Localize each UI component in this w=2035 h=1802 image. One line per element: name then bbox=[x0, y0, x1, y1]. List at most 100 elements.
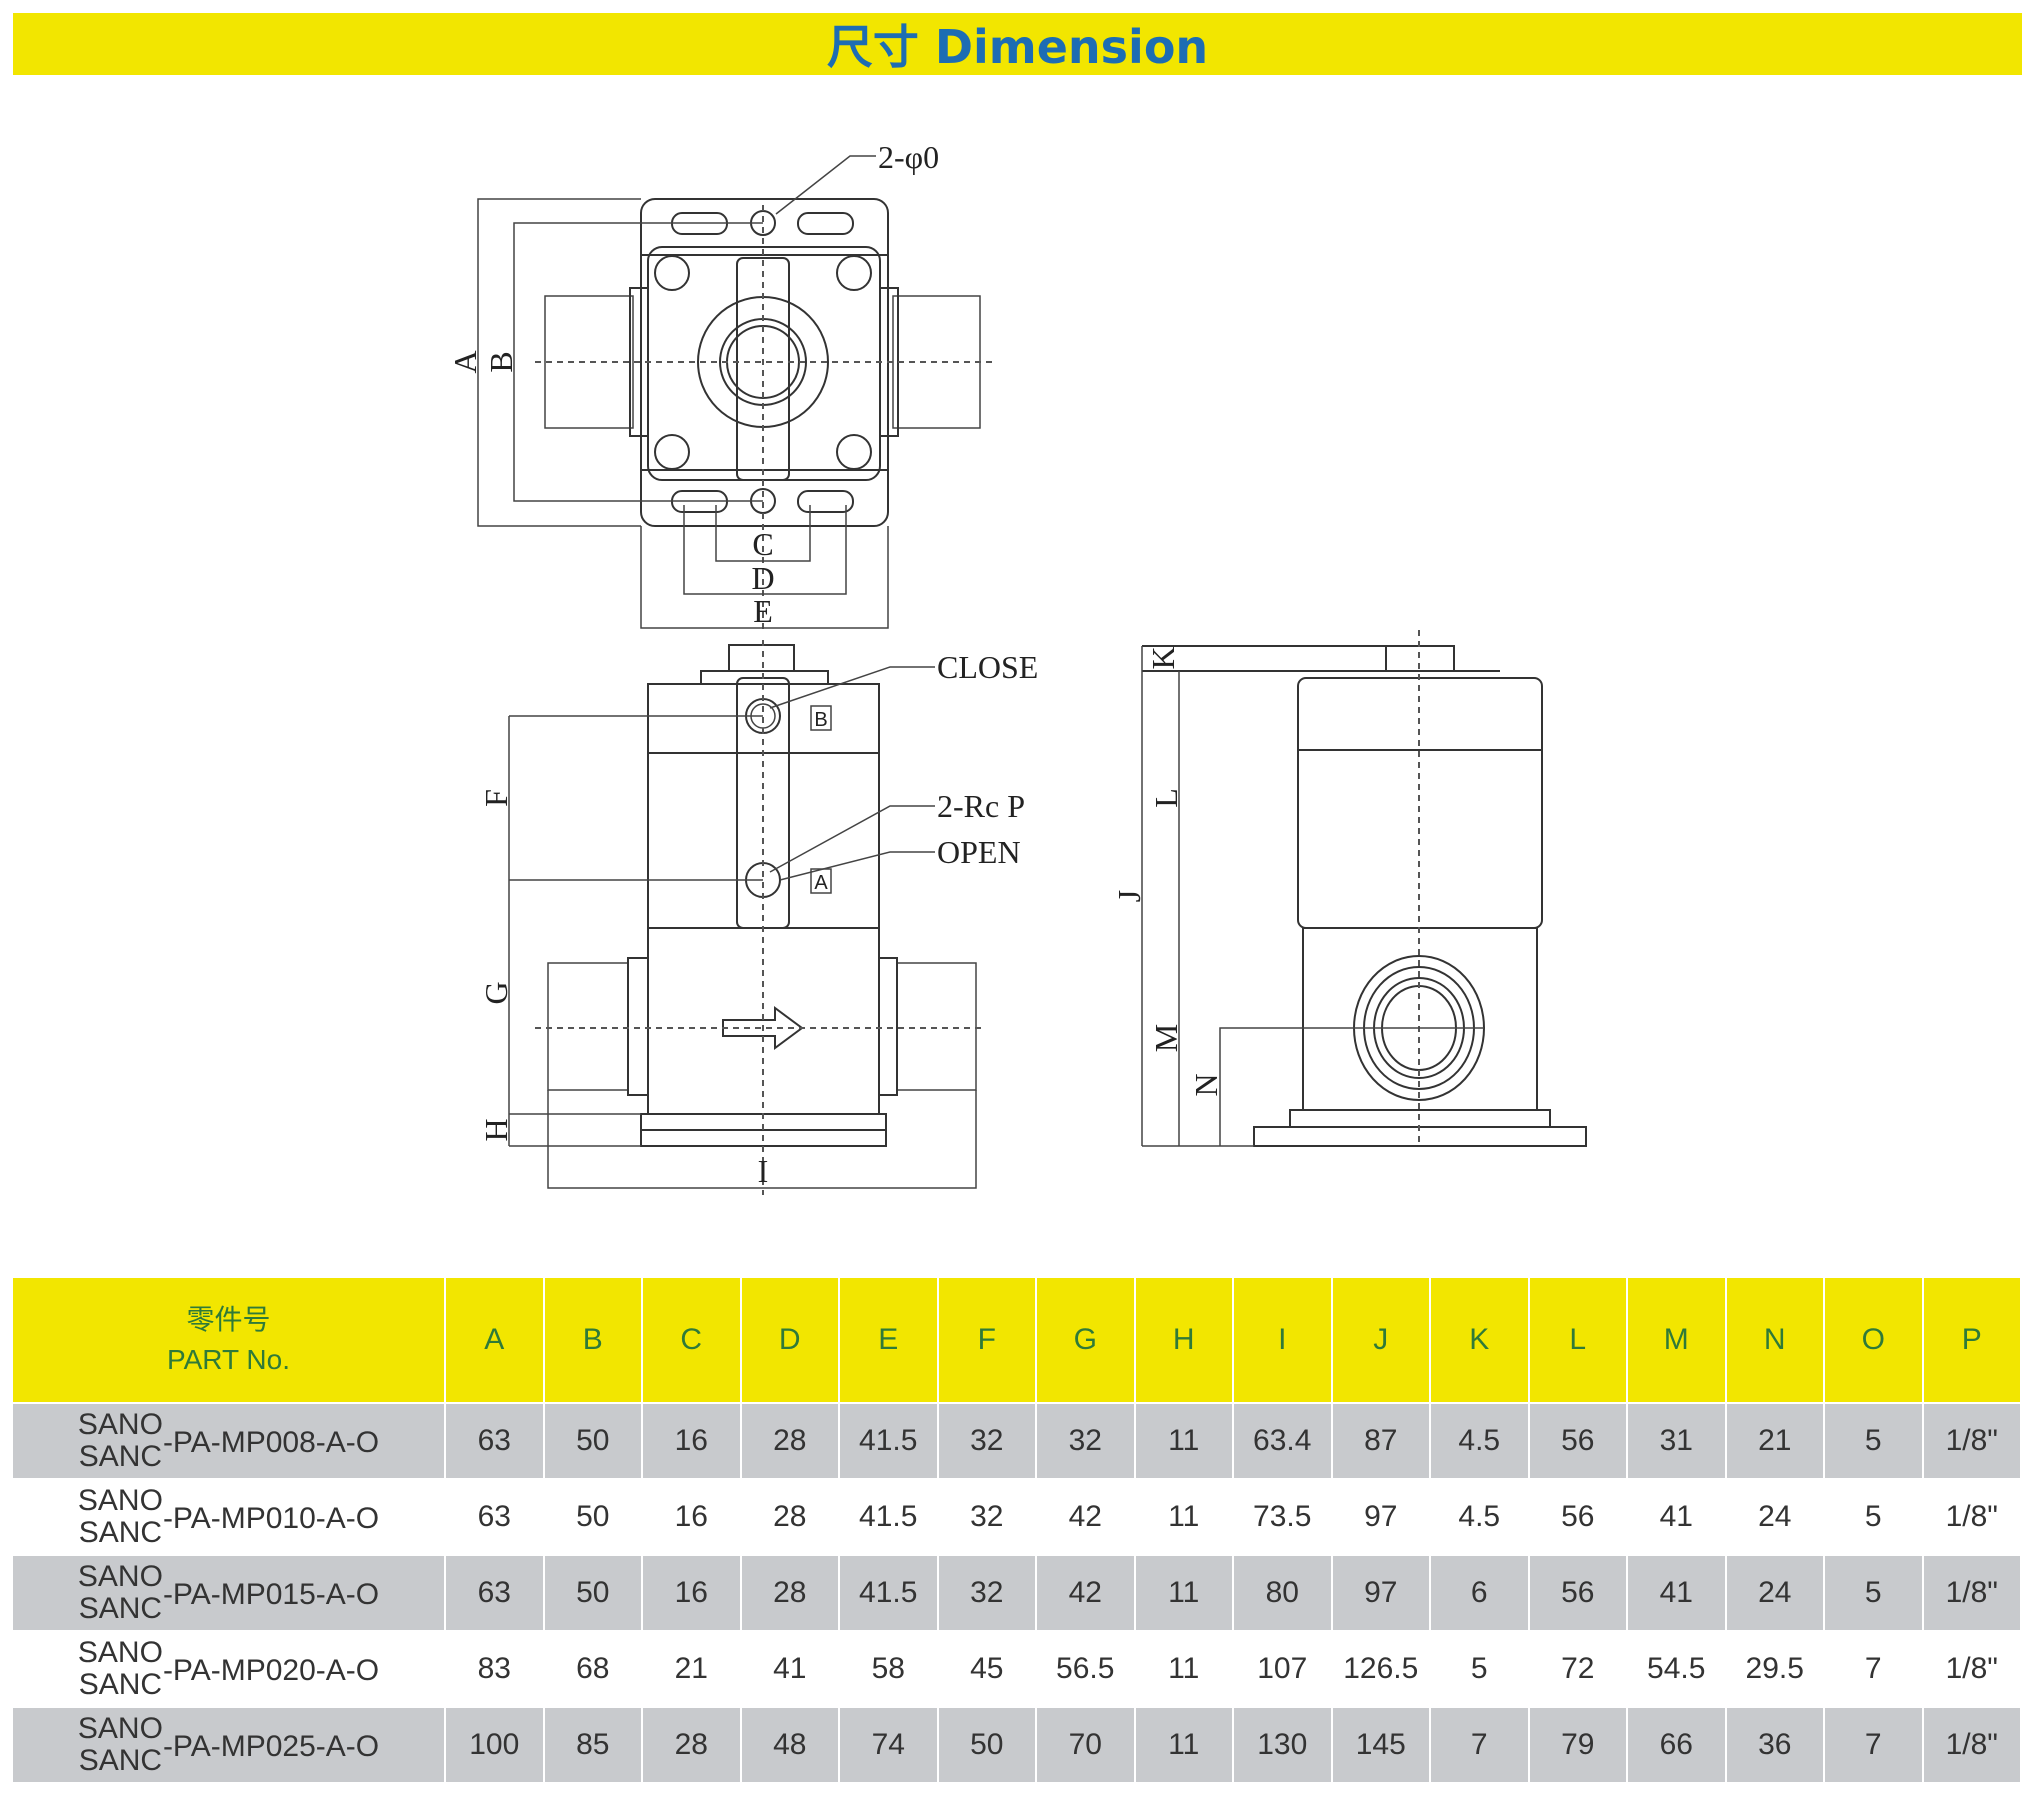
column-header-i: I bbox=[1233, 1278, 1333, 1403]
dim-label-b: B bbox=[483, 351, 519, 372]
value-cell-p: 1/8" bbox=[1922, 1478, 2022, 1555]
column-header-j: J bbox=[1331, 1278, 1431, 1403]
title-banner: 尺寸 Dimension bbox=[13, 13, 2022, 75]
value-cell-c: 16 bbox=[642, 1554, 742, 1631]
column-header-c: C bbox=[642, 1278, 742, 1403]
dim-label-g: G bbox=[478, 981, 514, 1004]
part-prefix-bottom: SANC bbox=[78, 1440, 163, 1473]
value-cell-e: 74 bbox=[839, 1706, 939, 1782]
flow-arrow-icon bbox=[722, 1006, 804, 1050]
dim-label-h: H bbox=[478, 1118, 514, 1141]
column-header-o: O bbox=[1824, 1278, 1924, 1403]
side-view: K J L M N bbox=[1111, 630, 1587, 1147]
dim-label-a: A bbox=[447, 350, 483, 373]
page-title: 尺寸 Dimension bbox=[826, 20, 1209, 74]
value-cell-l: 72 bbox=[1528, 1630, 1628, 1707]
value-cell-h: 11 bbox=[1134, 1706, 1234, 1782]
value-cell-a: 83 bbox=[445, 1630, 545, 1707]
part-no-header: 零件号 PART No. bbox=[13, 1278, 446, 1403]
value-cell-b: 50 bbox=[543, 1554, 643, 1631]
dim-label-l: L bbox=[1148, 788, 1184, 808]
dim-label-n: N bbox=[1188, 1073, 1224, 1096]
value-cell-l: 56 bbox=[1528, 1402, 1628, 1479]
dimension-drawing: A B C D E 2-φ0 B A bbox=[447, 139, 1587, 1195]
value-cell-o: 5 bbox=[1824, 1478, 1924, 1555]
value-cell-f: 32 bbox=[937, 1478, 1037, 1555]
value-cell-p: 1/8" bbox=[1922, 1402, 2022, 1479]
value-cell-m: 31 bbox=[1627, 1402, 1727, 1479]
value-cell-n: 24 bbox=[1725, 1478, 1825, 1555]
value-cell-c: 16 bbox=[642, 1402, 742, 1479]
value-cell-j: 97 bbox=[1331, 1554, 1431, 1631]
column-header-f: F bbox=[937, 1278, 1037, 1403]
part-no-header-cn: 零件号 bbox=[186, 1304, 271, 1335]
value-cell-p: 1/8" bbox=[1922, 1706, 2022, 1782]
part-suffix: -PA-MP008-A-O bbox=[162, 1426, 380, 1459]
port-a-label: A bbox=[814, 872, 828, 894]
part-prefix-top: SANO bbox=[77, 1636, 163, 1669]
part-suffix: -PA-MP020-A-O bbox=[162, 1654, 380, 1687]
value-cell-b: 68 bbox=[543, 1630, 643, 1707]
column-header-l: L bbox=[1528, 1278, 1628, 1403]
value-cell-l: 79 bbox=[1528, 1706, 1628, 1782]
value-cell-h: 11 bbox=[1134, 1478, 1234, 1555]
value-cell-m: 41 bbox=[1627, 1478, 1727, 1555]
value-cell-f: 50 bbox=[937, 1706, 1037, 1782]
value-cell-c: 28 bbox=[642, 1706, 742, 1782]
dim-label-e: E bbox=[753, 593, 773, 629]
value-cell-p: 1/8" bbox=[1922, 1554, 2022, 1631]
part-suffix: -PA-MP010-A-O bbox=[162, 1502, 380, 1535]
value-cell-a: 63 bbox=[445, 1402, 545, 1479]
dim-label-k: K bbox=[1145, 646, 1181, 669]
value-cell-g: 42 bbox=[1036, 1478, 1136, 1555]
value-cell-a: 100 bbox=[445, 1706, 545, 1782]
part-prefix-top: SANO bbox=[77, 1712, 163, 1745]
value-cell-k: 5 bbox=[1430, 1630, 1530, 1707]
value-cell-g: 70 bbox=[1036, 1706, 1136, 1782]
value-cell-b: 50 bbox=[543, 1402, 643, 1479]
value-cell-n: 36 bbox=[1725, 1706, 1825, 1782]
value-cell-d: 41 bbox=[740, 1630, 840, 1707]
callout-ports: 2-Rc P bbox=[937, 788, 1025, 824]
value-cell-h: 11 bbox=[1134, 1630, 1234, 1707]
value-cell-i: 130 bbox=[1233, 1706, 1333, 1782]
part-prefix-bottom: SANC bbox=[78, 1516, 163, 1549]
value-cell-f: 32 bbox=[937, 1554, 1037, 1631]
value-cell-o: 5 bbox=[1824, 1402, 1924, 1479]
value-cell-m: 66 bbox=[1627, 1706, 1727, 1782]
value-cell-c: 21 bbox=[642, 1630, 742, 1707]
dim-label-c: C bbox=[752, 526, 773, 562]
value-cell-b: 85 bbox=[543, 1706, 643, 1782]
value-cell-b: 50 bbox=[543, 1478, 643, 1555]
column-header-b: B bbox=[543, 1278, 643, 1403]
value-cell-n: 24 bbox=[1725, 1554, 1825, 1631]
part-prefix-top: SANO bbox=[77, 1560, 163, 1593]
value-cell-e: 58 bbox=[839, 1630, 939, 1707]
value-cell-a: 63 bbox=[445, 1478, 545, 1555]
dim-label-d: D bbox=[751, 560, 774, 596]
value-cell-k: 7 bbox=[1430, 1706, 1530, 1782]
front-view: B A F G H I CLOSE 2-Rc P OPEN bbox=[478, 640, 1038, 1195]
part-no-header-en: PART No. bbox=[167, 1344, 290, 1375]
value-cell-f: 32 bbox=[937, 1402, 1037, 1479]
value-cell-e: 41.5 bbox=[839, 1478, 939, 1555]
part-prefix-top: SANO bbox=[77, 1408, 163, 1441]
value-cell-g: 56.5 bbox=[1036, 1630, 1136, 1707]
column-header-d: D bbox=[740, 1278, 840, 1403]
value-cell-h: 11 bbox=[1134, 1554, 1234, 1631]
column-header-g: G bbox=[1036, 1278, 1136, 1403]
value-cell-o: 5 bbox=[1824, 1554, 1924, 1631]
value-cell-i: 63.4 bbox=[1233, 1402, 1333, 1479]
callout-open: OPEN bbox=[937, 834, 1021, 870]
part-prefix-bottom: SANC bbox=[78, 1592, 163, 1625]
dim-label-m: M bbox=[1148, 1024, 1184, 1052]
value-cell-g: 32 bbox=[1036, 1402, 1136, 1479]
value-cell-f: 45 bbox=[937, 1630, 1037, 1707]
